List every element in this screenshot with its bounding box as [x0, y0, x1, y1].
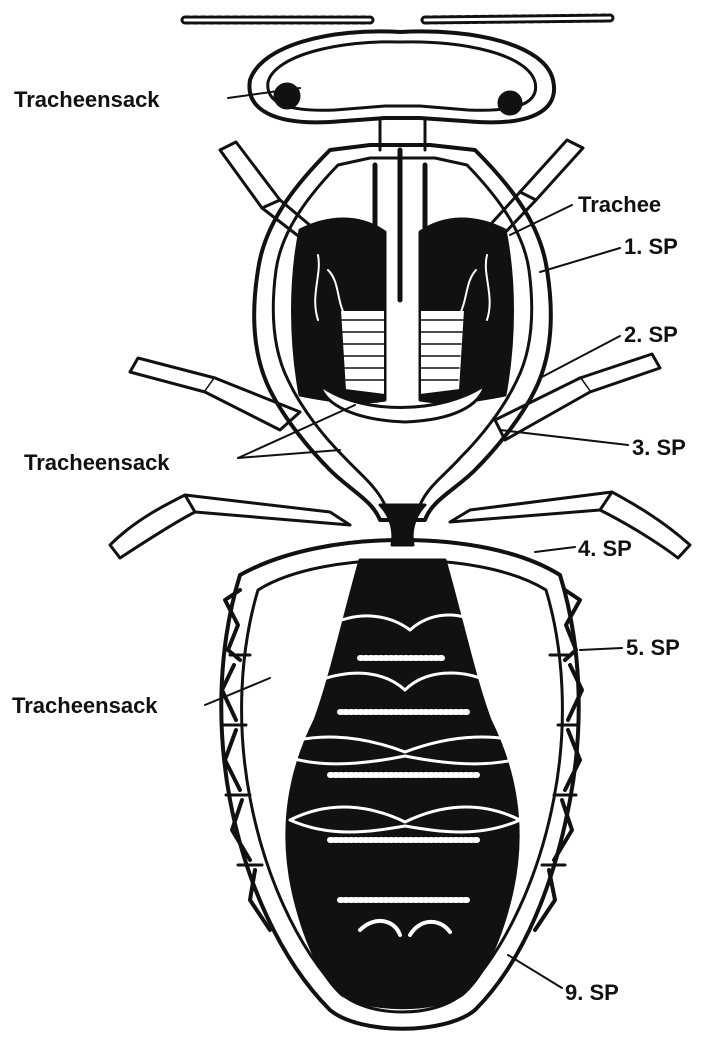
- label-trachee: Trachee: [578, 194, 661, 216]
- label-tracheensack-thorax: Tracheensack: [24, 452, 170, 474]
- label-tracheensack-abdomen: Tracheensack: [12, 695, 158, 717]
- label-sp2: 2. SP: [624, 324, 678, 346]
- label-sp1: 1. SP: [624, 236, 678, 258]
- label-sp9: 9. SP: [565, 982, 619, 1004]
- label-sp4: 4. SP: [578, 538, 632, 560]
- label-sp5: 5. SP: [626, 637, 680, 659]
- head: [249, 31, 554, 150]
- antennae: [185, 18, 610, 20]
- label-tracheensack-head: Tracheensack: [14, 89, 160, 111]
- abdomen: [221, 540, 582, 1029]
- label-sp3: 3. SP: [632, 437, 686, 459]
